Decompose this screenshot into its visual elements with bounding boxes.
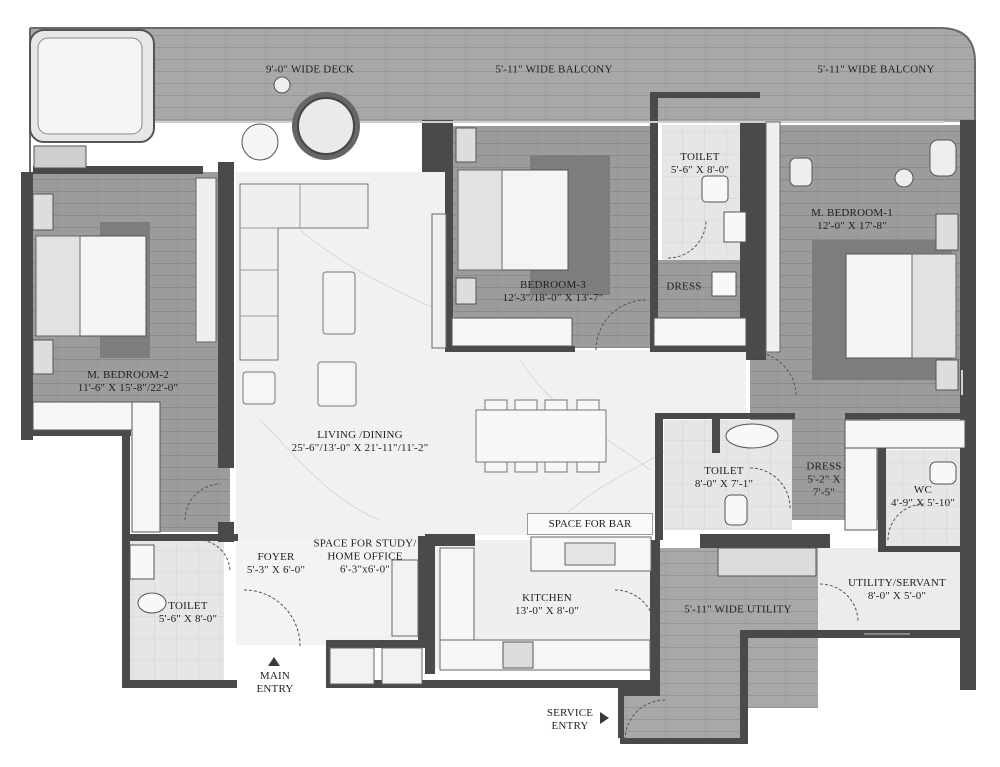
dining-table: [475, 409, 607, 463]
wc-dims: 4'-9" X 5'-10": [890, 497, 956, 509]
master-bedroom-1-name: M. BEDROOM-1: [811, 207, 893, 219]
wc-label: WC 4'-9" X 5'-10": [891, 484, 955, 510]
walls: [21, 27, 976, 744]
bedroom-3-name: BEDROOM-3: [520, 279, 586, 291]
foyer-dims: 5'-3" X 6'-0": [246, 564, 306, 576]
service-entry-text-1: SERVICE: [546, 707, 594, 719]
master-bedroom-1-dims: 12'-0" X 17'-8": [817, 220, 887, 232]
toilet-mid-label: TOILET 8'-0" X 7'-1": [695, 465, 753, 491]
door-swings: [184, 219, 925, 741]
toilet-mid-name: TOILET: [704, 465, 744, 477]
wc-name: WC: [913, 484, 933, 496]
balcony-right-label: 5'-11" WIDE BALCONY: [817, 64, 934, 77]
bedroom-3-dims: 12'-3"/18'-0" X 13'-7": [502, 292, 604, 304]
living-dining-dims: 25'-6"/13'-0" X 21'-11"/11'-2": [291, 442, 429, 454]
kitchen-label: KITCHEN 13'-0" X 8'-0": [515, 592, 579, 618]
service-entry-arrow-icon: [600, 712, 609, 724]
toilet-top-label: TOILET 5'-6" X 8'-0": [671, 151, 729, 177]
dress-right-dims-2: 7'-5": [812, 486, 836, 499]
dress-right-name: DRESS: [806, 460, 842, 473]
utility-servant-floor: [818, 548, 966, 633]
utility-servant-name: UTILITY/SERVANT: [848, 577, 946, 589]
bar-label-box: SPACE FOR BAR: [527, 513, 653, 535]
toilet-left-dims: 5'-6" X 8'-0": [158, 613, 218, 625]
living-dining-name: LIVING /DINING: [317, 429, 403, 441]
dress-top-name: DRESS: [666, 280, 702, 293]
master-bedroom-2-label: M. BEDROOM-2 11'-6" X 15'-8"/22'-0": [78, 369, 178, 395]
main-entry-text-2: ENTRY: [256, 683, 294, 695]
balcony-center-name: 5'-11" WIDE BALCONY: [495, 63, 613, 76]
foyer-label: FOYER 5'-3" X 6'-0": [247, 551, 305, 577]
toilet-mid-dims: 8'-0" X 7'-1": [694, 478, 754, 490]
toilet-left-label: TOILET 5'-6" X 8'-0": [159, 600, 217, 626]
utility-wide-label: 5'-11" WIDE UTILITY: [684, 604, 791, 617]
furniture: [29, 29, 966, 685]
dress-top-label: DRESS: [666, 281, 701, 294]
balcony-right-name: 5'-11" WIDE BALCONY: [817, 63, 935, 76]
study-label: SPACE FOR STUDY/ HOME OFFICE 6'-3"x6'-0": [313, 538, 416, 577]
deck-balcony-floor: [30, 28, 975, 122]
foyer-floor: [236, 540, 326, 645]
study-dims: 6'-3"x6'-0": [340, 563, 390, 576]
deck-label: 9'-0" WIDE DECK: [266, 64, 354, 77]
bar-name: SPACE FOR BAR: [548, 518, 632, 530]
utility-servant-dims: 8'-0" X 5'-0": [867, 590, 927, 602]
windows: [33, 121, 963, 635]
study-name-1: SPACE FOR STUDY/: [313, 537, 417, 550]
toilet-top-name: TOILET: [680, 151, 720, 163]
study-name-2: HOME OFFICE: [327, 550, 403, 563]
master-bedroom-2-dims: 11'-6" X 15'-8"/22'-0": [77, 382, 179, 394]
utility-servant-label: UTILITY/SERVANT 8'-0" X 5'-0": [848, 577, 946, 603]
toilet-left-name: TOILET: [168, 600, 208, 612]
main-entry-arrow-icon: [268, 657, 280, 666]
bedroom-3-label: BEDROOM-3 12'-3"/18'-0" X 13'-7": [503, 279, 604, 305]
toilet-top-dims: 5'-6" X 8'-0": [670, 164, 730, 176]
kitchen-name: KITCHEN: [522, 592, 572, 604]
living-dining-label: LIVING /DINING 25'-6"/13'-0" X 21'-11"/1…: [292, 429, 429, 455]
dress-right-label: DRESS 5'-2" X 7'-5": [806, 461, 841, 500]
service-entry-label: SERVICE ENTRY: [547, 707, 593, 733]
balcony-center-label: 5'-11" WIDE BALCONY: [495, 64, 612, 77]
master-bedroom-2-name: M. BEDROOM-2: [87, 369, 169, 381]
service-entry-text-2: ENTRY: [551, 720, 589, 732]
main-entry-label: MAIN ENTRY: [256, 670, 293, 696]
kitchen-dims: 13'-0" X 8'-0": [514, 605, 580, 617]
master-bedroom-1-label: M. BEDROOM-1 12'-0" X 17'-8": [811, 207, 893, 233]
dress-right-dims-1: 5'-2" X: [807, 473, 841, 486]
foyer-name: FOYER: [257, 551, 295, 563]
utility-wide-name: 5'-11" WIDE UTILITY: [684, 603, 792, 616]
main-entry-text-1: MAIN: [259, 670, 291, 682]
deck-name: 9'-0" WIDE DECK: [265, 63, 355, 76]
